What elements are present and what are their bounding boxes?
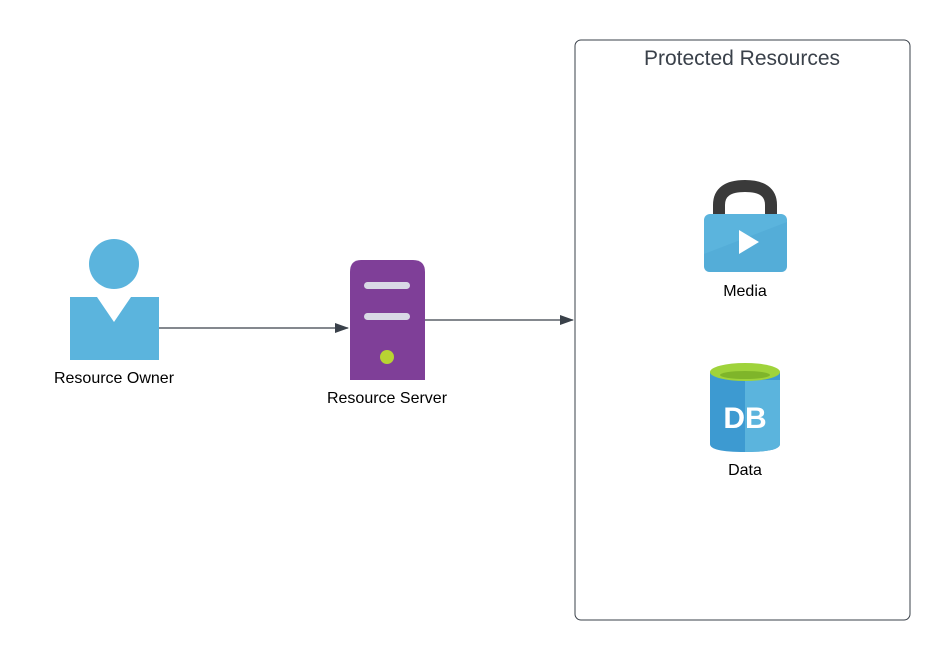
media-label: Media — [723, 283, 767, 300]
data-label: Data — [728, 462, 762, 479]
user-icon — [70, 239, 159, 360]
resource-server-node[interactable]: Resource Server — [327, 260, 448, 407]
db-icon-text: DB — [723, 402, 766, 435]
lock-media-icon — [704, 179, 787, 272]
database-icon: DB — [710, 363, 780, 452]
resource-owner-node[interactable]: Resource Owner — [54, 239, 175, 387]
protected-resources-container — [574, 39, 911, 621]
protected-resources-title: Protected Resources — [644, 47, 840, 70]
resource-server-label: Resource Server — [327, 390, 448, 407]
data-node[interactable]: DB Data — [710, 363, 780, 479]
resource-owner-label: Resource Owner — [54, 370, 175, 387]
media-node[interactable]: Media — [704, 179, 787, 300]
server-icon — [350, 260, 425, 380]
protected-resources-group[interactable]: Protected Resources — [574, 39, 911, 621]
